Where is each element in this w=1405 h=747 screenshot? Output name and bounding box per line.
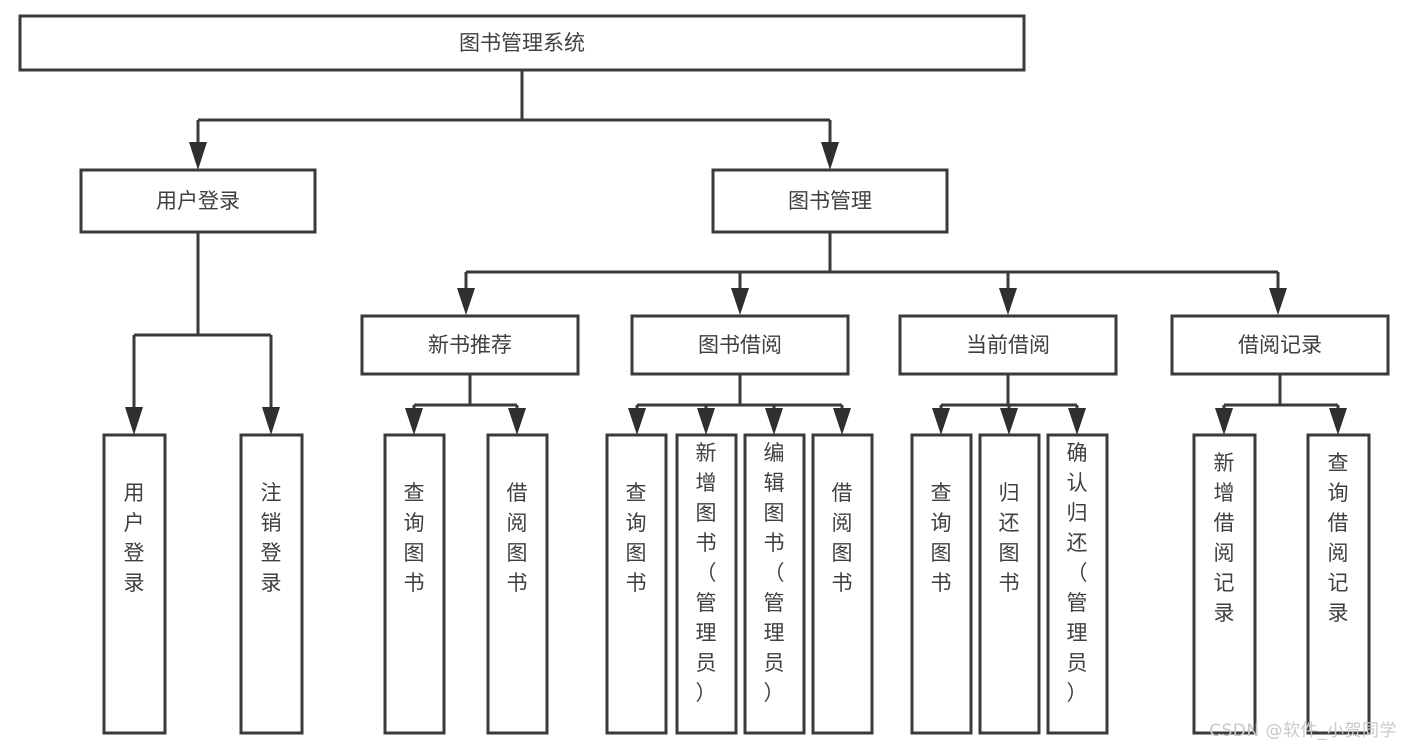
leaf-add-book-admin-box[interactable]: [675, 433, 738, 735]
node-borrow-record-label: 借阅记录: [1238, 333, 1322, 357]
leaf-borrow-book-1-box[interactable]: [486, 433, 549, 735]
leaf-add-book-admin-label: 新增图书（管理员）: [696, 441, 717, 705]
leaf-user-login-box[interactable]: [102, 433, 167, 735]
leaf-confirm-return-admin-label: 确认归还（管理员）: [1067, 441, 1088, 705]
leaf-query-book-1-label: 查询图书: [404, 481, 425, 595]
arrowhead-book-borrow: [731, 288, 749, 315]
node-user-login[interactable]: 用户登录: [79, 168, 317, 234]
node-book-borrow-box[interactable]: [630, 314, 850, 376]
leaf-query-book-3-box[interactable]: [910, 433, 973, 735]
arrowhead-leaf-confirm-return-admin: [1068, 408, 1086, 435]
leaf-user-login-label: 用户登录: [124, 481, 145, 595]
arrowhead-book-management: [821, 142, 839, 170]
csdn-watermark: CSDN @软件_小贺同学: [1209, 721, 1397, 741]
leaf-edit-book-admin-box[interactable]: [743, 433, 806, 735]
leaf-query-book-3[interactable]: 查询图书: [910, 433, 973, 735]
leaf-borrow-book-2-label: 借阅图书: [832, 481, 853, 595]
arrowhead-leaf-add-book-admin: [697, 408, 715, 435]
leaf-add-book-admin[interactable]: 新增图书（管理员）: [675, 433, 738, 735]
arrowhead-leaf-borrow-book-2: [833, 408, 851, 435]
leaf-return-book-box[interactable]: [978, 433, 1041, 735]
node-current-borrow-box[interactable]: [898, 314, 1118, 376]
leaf-add-borrow-record-box[interactable]: [1192, 433, 1257, 735]
node-root-label: 图书管理系统: [459, 31, 585, 55]
arrowhead-leaf-edit-book-admin: [765, 408, 783, 435]
node-user-login-box[interactable]: [79, 168, 317, 234]
arrowhead-borrow-record: [1269, 288, 1287, 315]
leaf-logout-login[interactable]: 注销登录: [239, 433, 304, 735]
node-current-borrow-label: 当前借阅: [966, 333, 1050, 357]
arrowhead-leaf-logout-login: [262, 407, 280, 435]
arrowhead-leaf-query-borrow-record: [1329, 408, 1347, 435]
leaf-add-borrow-record-label: 新增借阅记录: [1214, 451, 1235, 625]
leaf-query-book-1-box[interactable]: [383, 433, 446, 735]
connector-layer: [125, 70, 1347, 435]
node-new-book-recommend[interactable]: 新书推荐: [360, 314, 580, 376]
leaf-logout-login-label: 注销登录: [261, 481, 282, 595]
node-book-borrow[interactable]: 图书借阅: [630, 314, 850, 376]
leaf-confirm-return-admin[interactable]: 确认归还（管理员）: [1046, 433, 1109, 735]
leaf-add-borrow-record[interactable]: 新增借阅记录: [1192, 433, 1257, 735]
arrowhead-leaf-add-borrow-record: [1215, 408, 1233, 435]
node-borrow-record[interactable]: 借阅记录: [1170, 314, 1390, 376]
arrowhead-current-borrow: [999, 288, 1017, 315]
leaf-return-book-label: 归还图书: [999, 481, 1020, 595]
leaf-borrow-book-1[interactable]: 借阅图书: [486, 433, 549, 735]
node-current-borrow[interactable]: 当前借阅: [898, 314, 1118, 376]
leaf-borrow-book-1-label: 借阅图书: [507, 481, 528, 595]
leaf-query-book-1[interactable]: 查询图书: [383, 433, 446, 735]
node-book-management-box[interactable]: [711, 168, 949, 234]
leaf-borrow-book-2-box[interactable]: [811, 433, 874, 735]
leaf-query-book-2-box[interactable]: [605, 433, 668, 735]
arrowhead-user-login: [189, 142, 207, 170]
arrowhead-leaf-query-book-1: [405, 408, 423, 435]
arrowhead-new-book-recommend: [457, 288, 475, 315]
leaf-query-borrow-record-label: 查询借阅记录: [1328, 451, 1349, 625]
arrowhead-leaf-query-book-3: [932, 408, 950, 435]
arrowhead-leaf-return-book: [1000, 408, 1018, 435]
leaf-logout-login-box[interactable]: [239, 433, 304, 735]
leaf-return-book[interactable]: 归还图书: [978, 433, 1041, 735]
node-user-login-label: 用户登录: [156, 189, 240, 213]
leaf-borrow-book-2[interactable]: 借阅图书: [811, 433, 874, 735]
leaf-query-book-2[interactable]: 查询图书: [605, 433, 668, 735]
arrowhead-leaf-query-book-2: [628, 408, 646, 435]
leaf-query-book-3-label: 查询图书: [931, 481, 952, 595]
arrowhead-leaf-user-login: [125, 407, 143, 435]
node-new-book-recommend-label: 新书推荐: [428, 333, 512, 357]
node-book-management[interactable]: 图书管理: [711, 168, 949, 234]
node-book-borrow-label: 图书借阅: [698, 333, 782, 357]
node-new-book-recommend-box[interactable]: [360, 314, 580, 376]
node-borrow-record-box[interactable]: [1170, 314, 1390, 376]
node-root[interactable]: 图书管理系统: [18, 14, 1026, 72]
leaf-edit-book-admin[interactable]: 编辑图书（管理员）: [743, 433, 806, 735]
arrowhead-leaf-borrow-book-1: [508, 408, 526, 435]
leaf-confirm-return-admin-box[interactable]: [1046, 433, 1109, 735]
leaf-edit-book-admin-label: 编辑图书（管理员）: [764, 441, 785, 705]
leaf-query-borrow-record-box[interactable]: [1306, 433, 1371, 735]
node-book-management-label: 图书管理: [788, 189, 872, 213]
leaf-query-book-2-label: 查询图书: [626, 481, 647, 595]
leaf-query-borrow-record[interactable]: 查询借阅记录: [1306, 433, 1371, 735]
node-root-box[interactable]: [18, 14, 1026, 72]
leaf-user-login[interactable]: 用户登录: [102, 433, 167, 735]
